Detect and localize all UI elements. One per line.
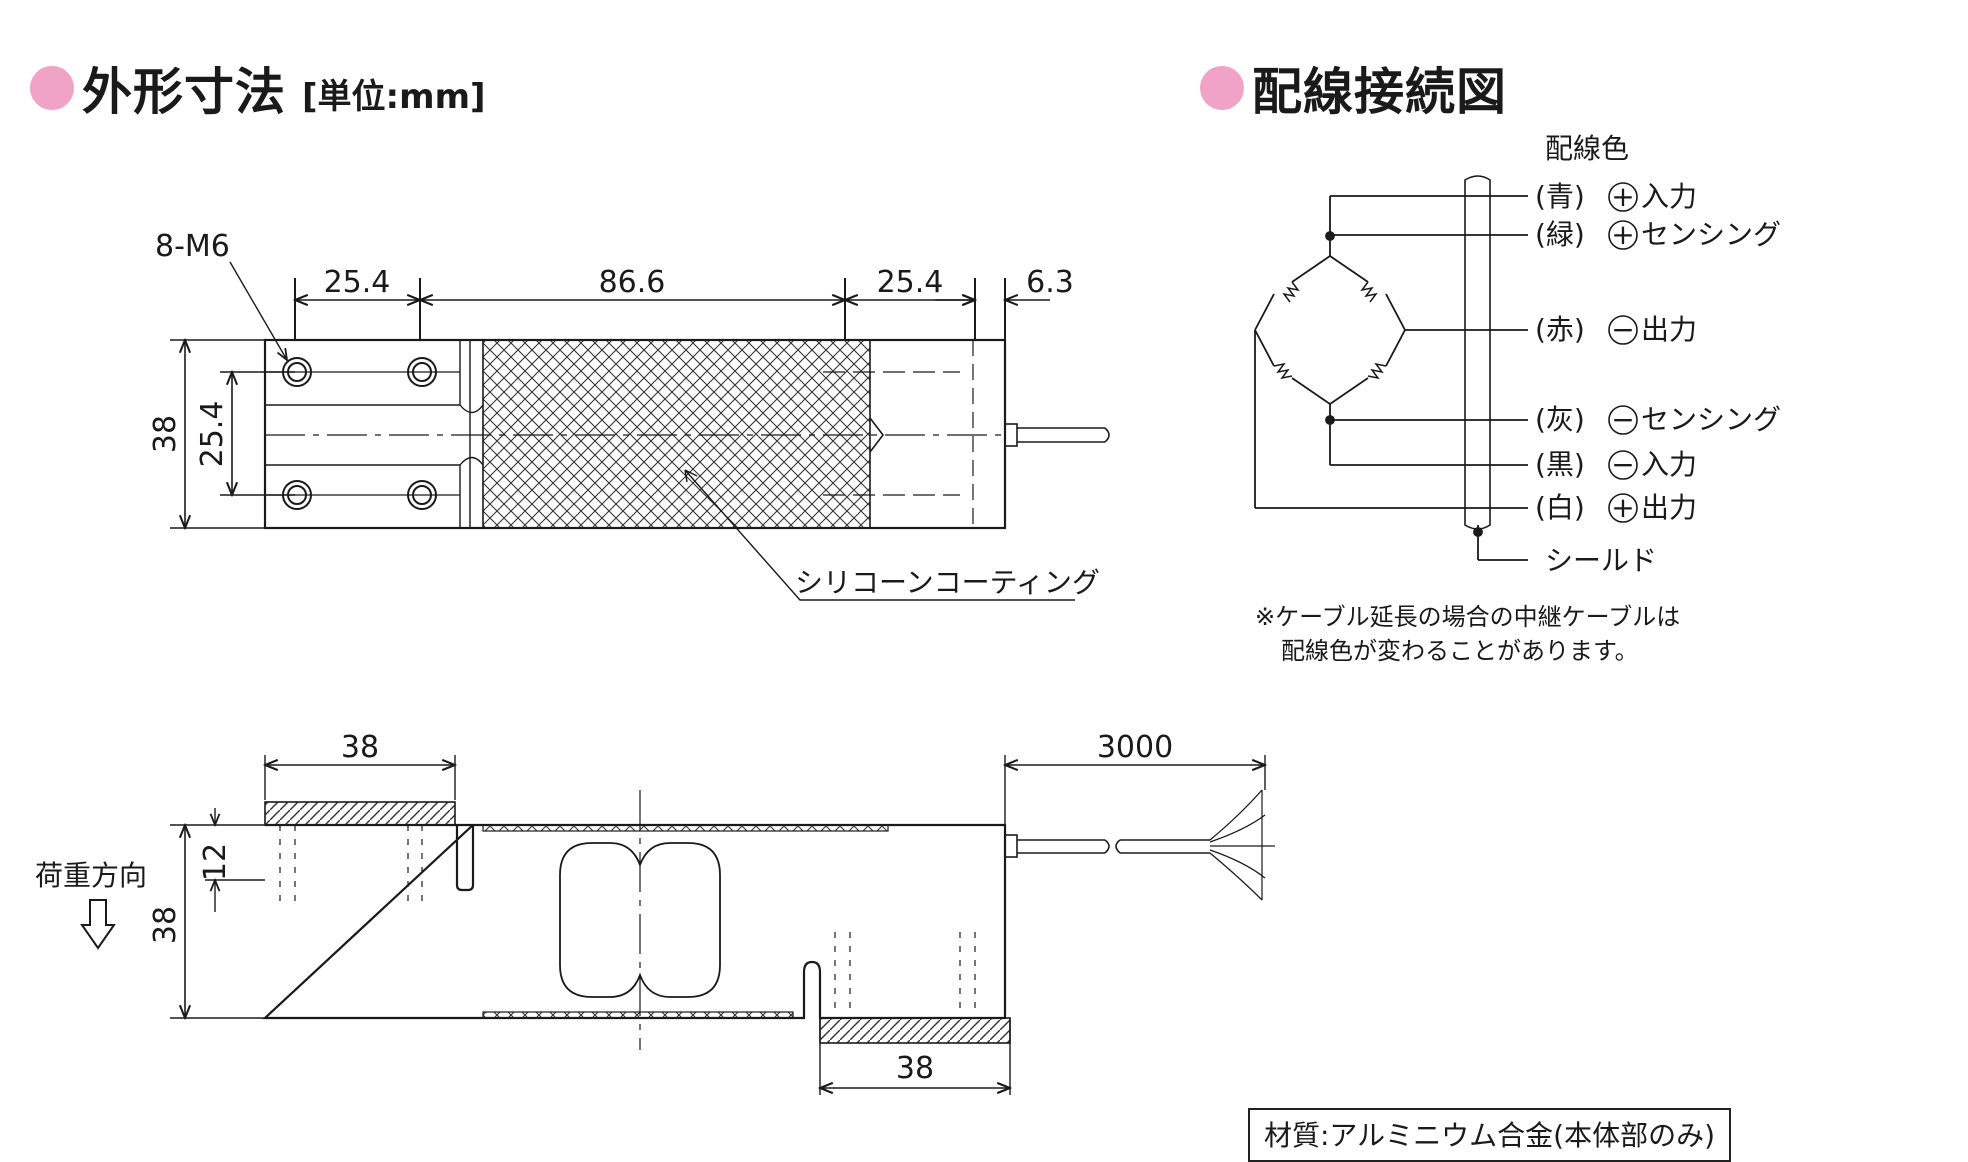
dim-top-height: 38	[148, 415, 183, 453]
minus-circle-icon	[1608, 450, 1638, 480]
dim-cable-length: 3000	[1097, 730, 1173, 765]
wire-row: (白) + 出力	[1535, 491, 1697, 524]
wire-sign: −	[1611, 403, 1634, 436]
dim-top-left-pitch: 25.4	[324, 265, 391, 300]
wire-row: (青) + 入力	[1535, 180, 1697, 213]
wiring-diagram	[1254, 175, 1528, 561]
dim-side-top-depth: 12	[198, 843, 233, 881]
mount-hole-icon	[282, 357, 312, 387]
dim-top-end-offset: 6.3	[1026, 265, 1074, 300]
wire-function: 入力	[1641, 448, 1697, 481]
pink-bullet-icon	[30, 66, 74, 110]
wire-function: センシング	[1641, 403, 1781, 436]
wire-sign: +	[1611, 491, 1634, 524]
side-view	[170, 755, 1275, 1095]
note-line-1: ※ケーブル延長の場合の中継ケーブルは	[1255, 603, 1681, 631]
wire-row: (赤) − 出力	[1535, 313, 1697, 346]
material-label: 材質:アルミニウム合金(本体部のみ)	[1248, 1108, 1732, 1162]
wire-sign: +	[1611, 218, 1634, 251]
plus-circle-icon	[1608, 182, 1638, 212]
pink-bullet-icon	[1200, 66, 1244, 110]
dim-side-bottom-width: 38	[896, 1051, 934, 1086]
wiring-heading: 配線接続図	[1200, 52, 1507, 124]
coating-label: シリコーンコーティング	[795, 566, 1100, 599]
extension-cable-note: ※ケーブル延長の場合の中継ケーブルは 配線色が変わることがあります。	[1255, 600, 1680, 668]
hole-callout: 8-M6	[155, 229, 230, 264]
wire-color: (灰)	[1535, 403, 1585, 436]
note-line-2: 配線色が変わることがあります。	[1281, 637, 1639, 665]
plus-circle-icon	[1608, 493, 1638, 523]
dimensions-title: 外形寸法	[82, 63, 286, 121]
wire-sign: +	[1611, 180, 1634, 213]
wire-color-header: 配線色	[1545, 132, 1629, 165]
dim-side-left-width: 38	[341, 730, 379, 765]
wire-row: (黒) − 入力	[1535, 448, 1697, 481]
mount-hole-icon	[282, 480, 312, 510]
minus-circle-icon	[1608, 315, 1638, 345]
wire-sign: −	[1611, 313, 1634, 346]
down-arrow-icon	[80, 899, 116, 950]
mount-hole-icon	[407, 357, 437, 387]
wire-row: (緑) + センシング	[1535, 218, 1781, 251]
wire-function: 出力	[1641, 491, 1697, 524]
dim-top-coating-length: 86.6	[599, 265, 666, 300]
wire-color: (青)	[1535, 180, 1585, 213]
mount-hole-icon	[407, 480, 437, 510]
load-direction-label: 荷重方向	[35, 859, 147, 892]
plus-circle-icon	[1608, 220, 1638, 250]
wire-color: (白)	[1535, 491, 1585, 524]
shield-label: シールド	[1545, 544, 1657, 577]
wire-sign: −	[1611, 448, 1634, 481]
dim-top-hole-pitch: 25.4	[195, 401, 230, 468]
top-view	[170, 261, 1110, 601]
wire-function: 入力	[1641, 180, 1697, 213]
wire-color: (黒)	[1535, 448, 1585, 481]
dim-side-height: 38	[148, 906, 183, 944]
wire-row: (灰) − センシング	[1535, 403, 1781, 436]
wire-color: (緑)	[1535, 218, 1585, 251]
wiring-title: 配線接続図	[1252, 63, 1507, 121]
wire-function: 出力	[1641, 313, 1697, 346]
minus-circle-icon	[1608, 405, 1638, 435]
wire-function: センシング	[1641, 218, 1781, 251]
dimensions-unit: [単位:mm]	[302, 76, 486, 117]
wire-color: (赤)	[1535, 313, 1585, 346]
dim-top-right-pitch: 25.4	[877, 265, 944, 300]
dimensions-heading: 外形寸法 [単位:mm]	[30, 52, 486, 124]
